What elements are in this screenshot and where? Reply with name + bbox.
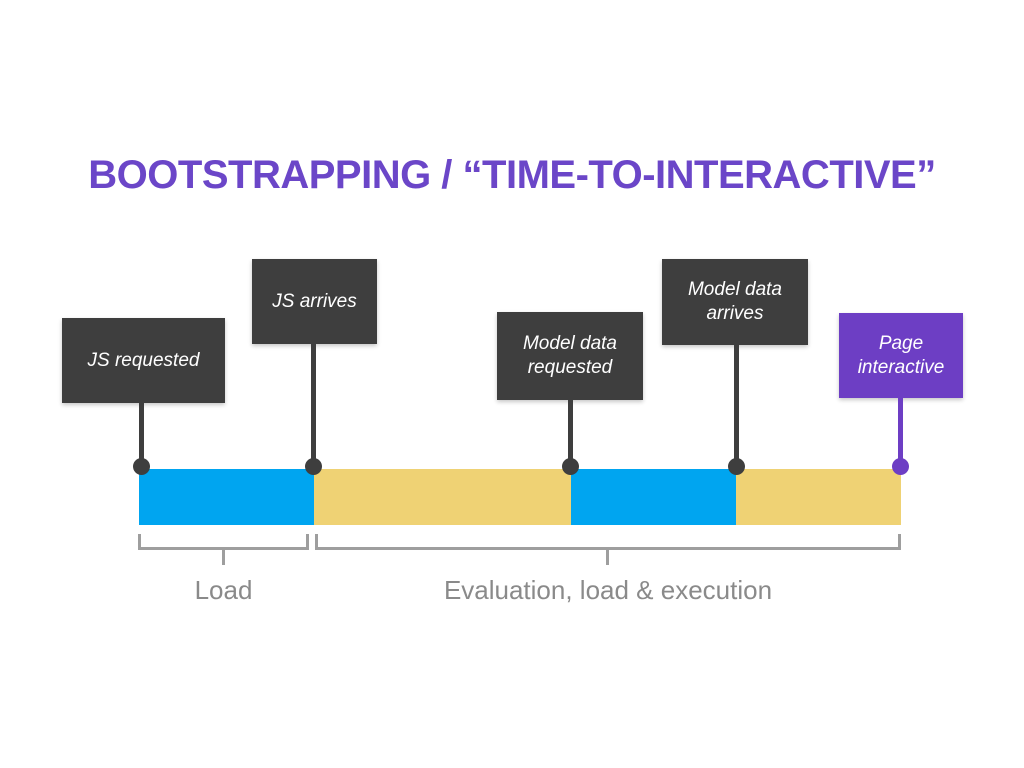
callout-page-interactive-label: Page interactive (857, 332, 945, 378)
timeline-segment-3-blue (571, 469, 736, 525)
phase-label-evaluation: Evaluation, load & execution (443, 575, 773, 605)
event-dot-js-requested (133, 458, 150, 475)
connector-model-data-arrives (734, 345, 739, 469)
event-dot-page-interactive (892, 458, 909, 475)
bracket-evaluation-tick (606, 550, 609, 565)
bracket-load-tick (222, 550, 225, 565)
callout-model-data-requested: Model data requested (497, 312, 643, 400)
connector-page-interactive (898, 398, 903, 469)
timeline-segment-2-yellow (314, 469, 571, 525)
connector-js-requested (139, 403, 144, 469)
callout-js-requested-label: JS requested (87, 349, 200, 371)
slide-title: BOOTSTRAPPING / “TIME-TO-INTERACTIVE” (88, 153, 936, 197)
event-dot-js-arrives (305, 458, 322, 475)
phase-label-load: Load (194, 575, 253, 605)
bracket-evaluation (315, 534, 901, 550)
timeline-segment-4-yellow (736, 469, 901, 525)
callout-model-data-requested-label: Model data requested (522, 333, 617, 378)
connector-js-arrives (311, 344, 316, 469)
callout-js-arrives: JS arrives (252, 259, 377, 344)
timeline-segment-1-blue (139, 469, 314, 525)
event-dot-model-data-requested (562, 458, 579, 475)
callout-model-data-arrives-label: Model data arrives (687, 279, 782, 324)
connector-model-data-requested (568, 400, 573, 469)
callout-js-arrives-label: JS arrives (272, 290, 357, 312)
bracket-load (138, 534, 309, 550)
callout-model-data-arrives: Model data arrives (662, 259, 808, 345)
callout-js-requested: JS requested (62, 318, 225, 403)
callout-page-interactive: Page interactive (839, 313, 963, 398)
event-dot-model-data-arrives (728, 458, 745, 475)
